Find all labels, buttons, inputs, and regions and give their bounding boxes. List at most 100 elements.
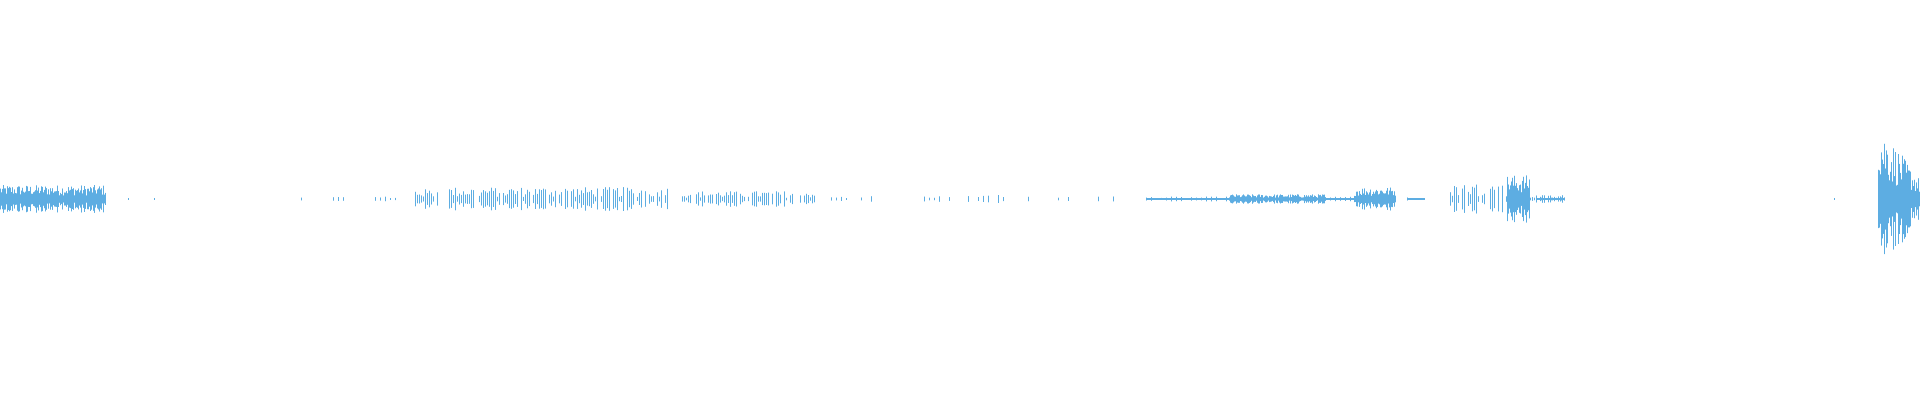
waveform-bar	[1252, 194, 1253, 204]
waveform-bar	[1247, 194, 1248, 204]
waveform-bar	[1377, 191, 1378, 207]
waveform-bar	[710, 194, 711, 204]
waveform-bar	[101, 188, 102, 210]
waveform-bar	[1464, 185, 1465, 213]
waveform-bar	[613, 189, 614, 209]
waveform-bar	[333, 197, 334, 201]
waveform-bar	[28, 191, 29, 207]
waveform-bar	[88, 188, 89, 210]
waveform-bar	[453, 195, 454, 204]
waveform-bar	[653, 196, 654, 202]
waveform-bar	[1512, 177, 1513, 221]
waveform-bar	[1478, 196, 1479, 202]
waveform-bar	[1906, 172, 1907, 226]
waveform-bar	[22, 187, 23, 211]
waveform-bar	[515, 194, 516, 204]
waveform-bar	[380, 197, 381, 201]
waveform-bar	[1285, 196, 1286, 202]
waveform-segment	[968, 195, 1029, 203]
waveform-bar	[1251, 197, 1252, 201]
waveform-bar	[1335, 196, 1336, 202]
waveform-bar	[1289, 197, 1290, 201]
waveform-bar	[90, 187, 91, 211]
waveform-bar	[1508, 184, 1509, 214]
waveform-bar	[1888, 174, 1889, 224]
waveform-bar	[1243, 194, 1244, 204]
waveform-bar	[1360, 193, 1361, 204]
waveform-bar	[841, 196, 842, 201]
waveform-bar	[1383, 193, 1384, 205]
waveform-bar	[1918, 178, 1919, 220]
waveform-bar	[1258, 194, 1259, 204]
waveform-bar	[565, 188, 566, 209]
waveform-segment	[333, 197, 344, 201]
waveform-bar	[1297, 194, 1298, 204]
waveform-bar	[433, 196, 434, 202]
waveform-bar	[1267, 196, 1268, 202]
waveform-bar	[421, 195, 422, 203]
waveform-bar	[619, 196, 620, 202]
waveform-bar	[700, 197, 701, 201]
waveform-bar	[523, 196, 524, 201]
waveform-bar	[49, 194, 50, 204]
waveform-bar	[1296, 195, 1297, 203]
waveform-bar	[54, 191, 55, 207]
waveform-bar	[1506, 196, 1507, 202]
waveform-bar	[437, 192, 438, 206]
waveform-bar	[776, 191, 777, 207]
waveform-bar	[659, 196, 660, 202]
waveform-bar	[529, 191, 530, 207]
waveform-bar	[718, 192, 719, 206]
waveform-bar	[505, 195, 506, 203]
waveform-bar	[76, 190, 77, 208]
waveform-bar	[1887, 154, 1888, 244]
waveform-bar	[1370, 189, 1371, 209]
waveform-bar	[85, 189, 86, 209]
waveform-bar	[541, 190, 542, 208]
waveform-bar	[800, 195, 801, 203]
waveform-bar	[1895, 152, 1896, 246]
waveform-bar	[1272, 197, 1273, 201]
waveform-bar	[1259, 194, 1260, 204]
waveform-bar	[1374, 193, 1375, 205]
waveform-bar	[1288, 194, 1289, 204]
waveform-bar	[998, 195, 999, 203]
waveform-bar	[1482, 195, 1483, 203]
waveform-bar	[641, 190, 642, 208]
waveform-bar	[1146, 197, 1147, 201]
waveform-bar	[1270, 196, 1271, 202]
waveform-line	[1536, 198, 1565, 200]
waveform-bar	[1239, 195, 1240, 203]
waveform-bar	[780, 194, 781, 204]
waveform-bar	[1371, 195, 1372, 203]
waveform-bar	[1534, 197, 1535, 201]
waveform-bar	[1321, 196, 1322, 202]
waveform-bar	[575, 196, 576, 202]
waveform-bar	[1905, 160, 1906, 238]
waveform-bar	[18, 186, 19, 212]
waveform-bar	[730, 191, 731, 207]
waveform-segment	[128, 198, 129, 200]
waveform-bar	[1510, 185, 1511, 213]
waveform-bar	[698, 192, 699, 206]
waveform-bar	[1389, 190, 1390, 208]
waveform-bar	[1324, 194, 1325, 204]
waveform-segment	[1834, 198, 1835, 200]
waveform-bar	[2, 188, 3, 210]
waveform-bar	[704, 195, 705, 203]
waveform-bar	[1273, 195, 1274, 203]
waveform-bar	[589, 191, 590, 207]
waveform-bar	[34, 191, 35, 207]
waveform-bar	[459, 193, 460, 205]
waveform-bar	[748, 196, 749, 202]
waveform-bar	[1373, 191, 1374, 207]
waveform-bar	[1364, 188, 1365, 210]
waveform-bar	[696, 194, 697, 204]
waveform-bar	[30, 186, 31, 212]
waveform-bar	[1556, 197, 1557, 201]
waveform-bar	[1229, 197, 1230, 201]
waveform-bar	[1509, 189, 1510, 209]
waveform-bar	[1372, 194, 1373, 204]
waveform-bar	[1530, 197, 1531, 201]
